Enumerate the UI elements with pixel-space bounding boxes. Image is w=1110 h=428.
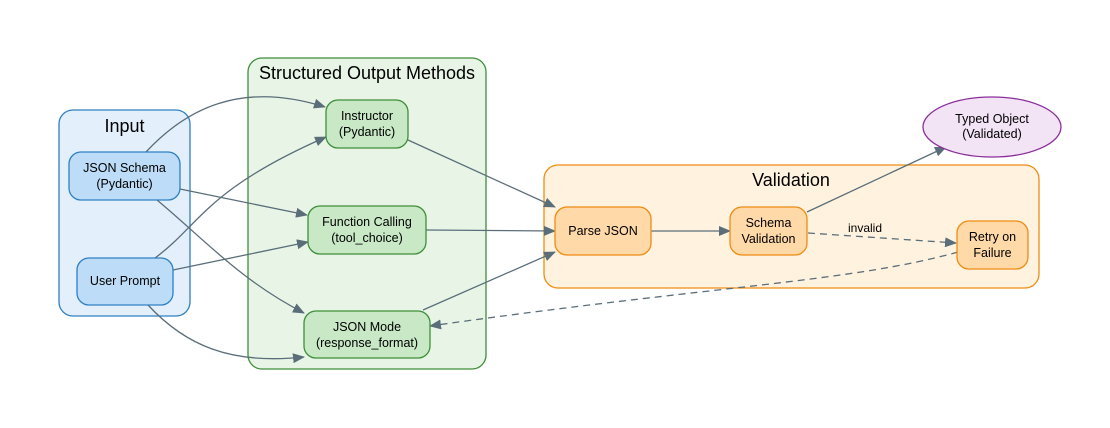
- node-json-schema: JSON Schema (Pydantic): [68, 151, 181, 201]
- node-schema-validation-line2: Validation: [742, 232, 796, 246]
- node-user-prompt-line1: User Prompt: [90, 274, 161, 288]
- node-json-mode-line2: (response_format): [316, 336, 418, 350]
- node-instructor-line1: Instructor: [341, 109, 393, 123]
- node-typed-object: Typed Object (Validated): [922, 96, 1062, 158]
- node-instructor: Instructor (Pydantic): [325, 99, 409, 149]
- node-json-schema-line1: JSON Schema: [83, 161, 166, 175]
- edge-schema-validation-to-retry: [807, 232, 957, 248]
- node-retry-line1: Retry on: [969, 230, 1016, 244]
- node-typed-object-line2: (Validated): [962, 127, 1022, 141]
- edge-schema-to-function-calling: [179, 188, 308, 218]
- edge-schema-validation-to-typed-object: [806, 146, 947, 213]
- edge-schema-to-instructor: [145, 96, 326, 153]
- node-retry-on-failure: Retry on Failure: [956, 220, 1029, 270]
- edge-label-invalid: invalid: [848, 221, 882, 235]
- node-user-prompt: User Prompt: [76, 257, 174, 306]
- node-function-calling-line2: (tool_choice): [331, 231, 403, 245]
- node-typed-object-line1: Typed Object: [955, 112, 1029, 126]
- edge-function-calling-to-parse: [425, 225, 556, 236]
- cluster-validation-title: Validation: [752, 170, 830, 190]
- node-json-mode-line1: JSON Mode: [333, 320, 401, 334]
- edge-json-mode-to-parse: [422, 251, 556, 311]
- node-parse-json-line1: Parse JSON: [568, 224, 637, 238]
- edge-instructor-to-parse: [407, 139, 556, 208]
- edge-prompt-to-json-mode: [147, 304, 305, 364]
- node-instructor-line2: (Pydantic): [339, 125, 395, 139]
- cluster-methods-title: Structured Output Methods: [259, 63, 475, 83]
- node-json-schema-line2: (Pydantic): [96, 177, 152, 191]
- edge-prompt-to-instructor: [154, 136, 327, 259]
- node-parse-json: Parse JSON: [554, 206, 652, 256]
- cluster-input-title: Input: [104, 116, 144, 136]
- edge-retry-to-json-mode: [429, 251, 959, 330]
- node-json-mode: JSON Mode (response_format): [303, 310, 431, 359]
- node-schema-validation-line1: Schema: [746, 216, 792, 230]
- edges: invalid: [145, 96, 959, 364]
- node-function-calling-line1: Function Calling: [322, 215, 412, 229]
- node-retry-line2: Failure: [973, 246, 1011, 260]
- edge-prompt-to-function-calling: [172, 239, 309, 271]
- node-function-calling: Function Calling (tool_choice): [307, 205, 427, 255]
- node-schema-validation: Schema Validation: [729, 206, 808, 256]
